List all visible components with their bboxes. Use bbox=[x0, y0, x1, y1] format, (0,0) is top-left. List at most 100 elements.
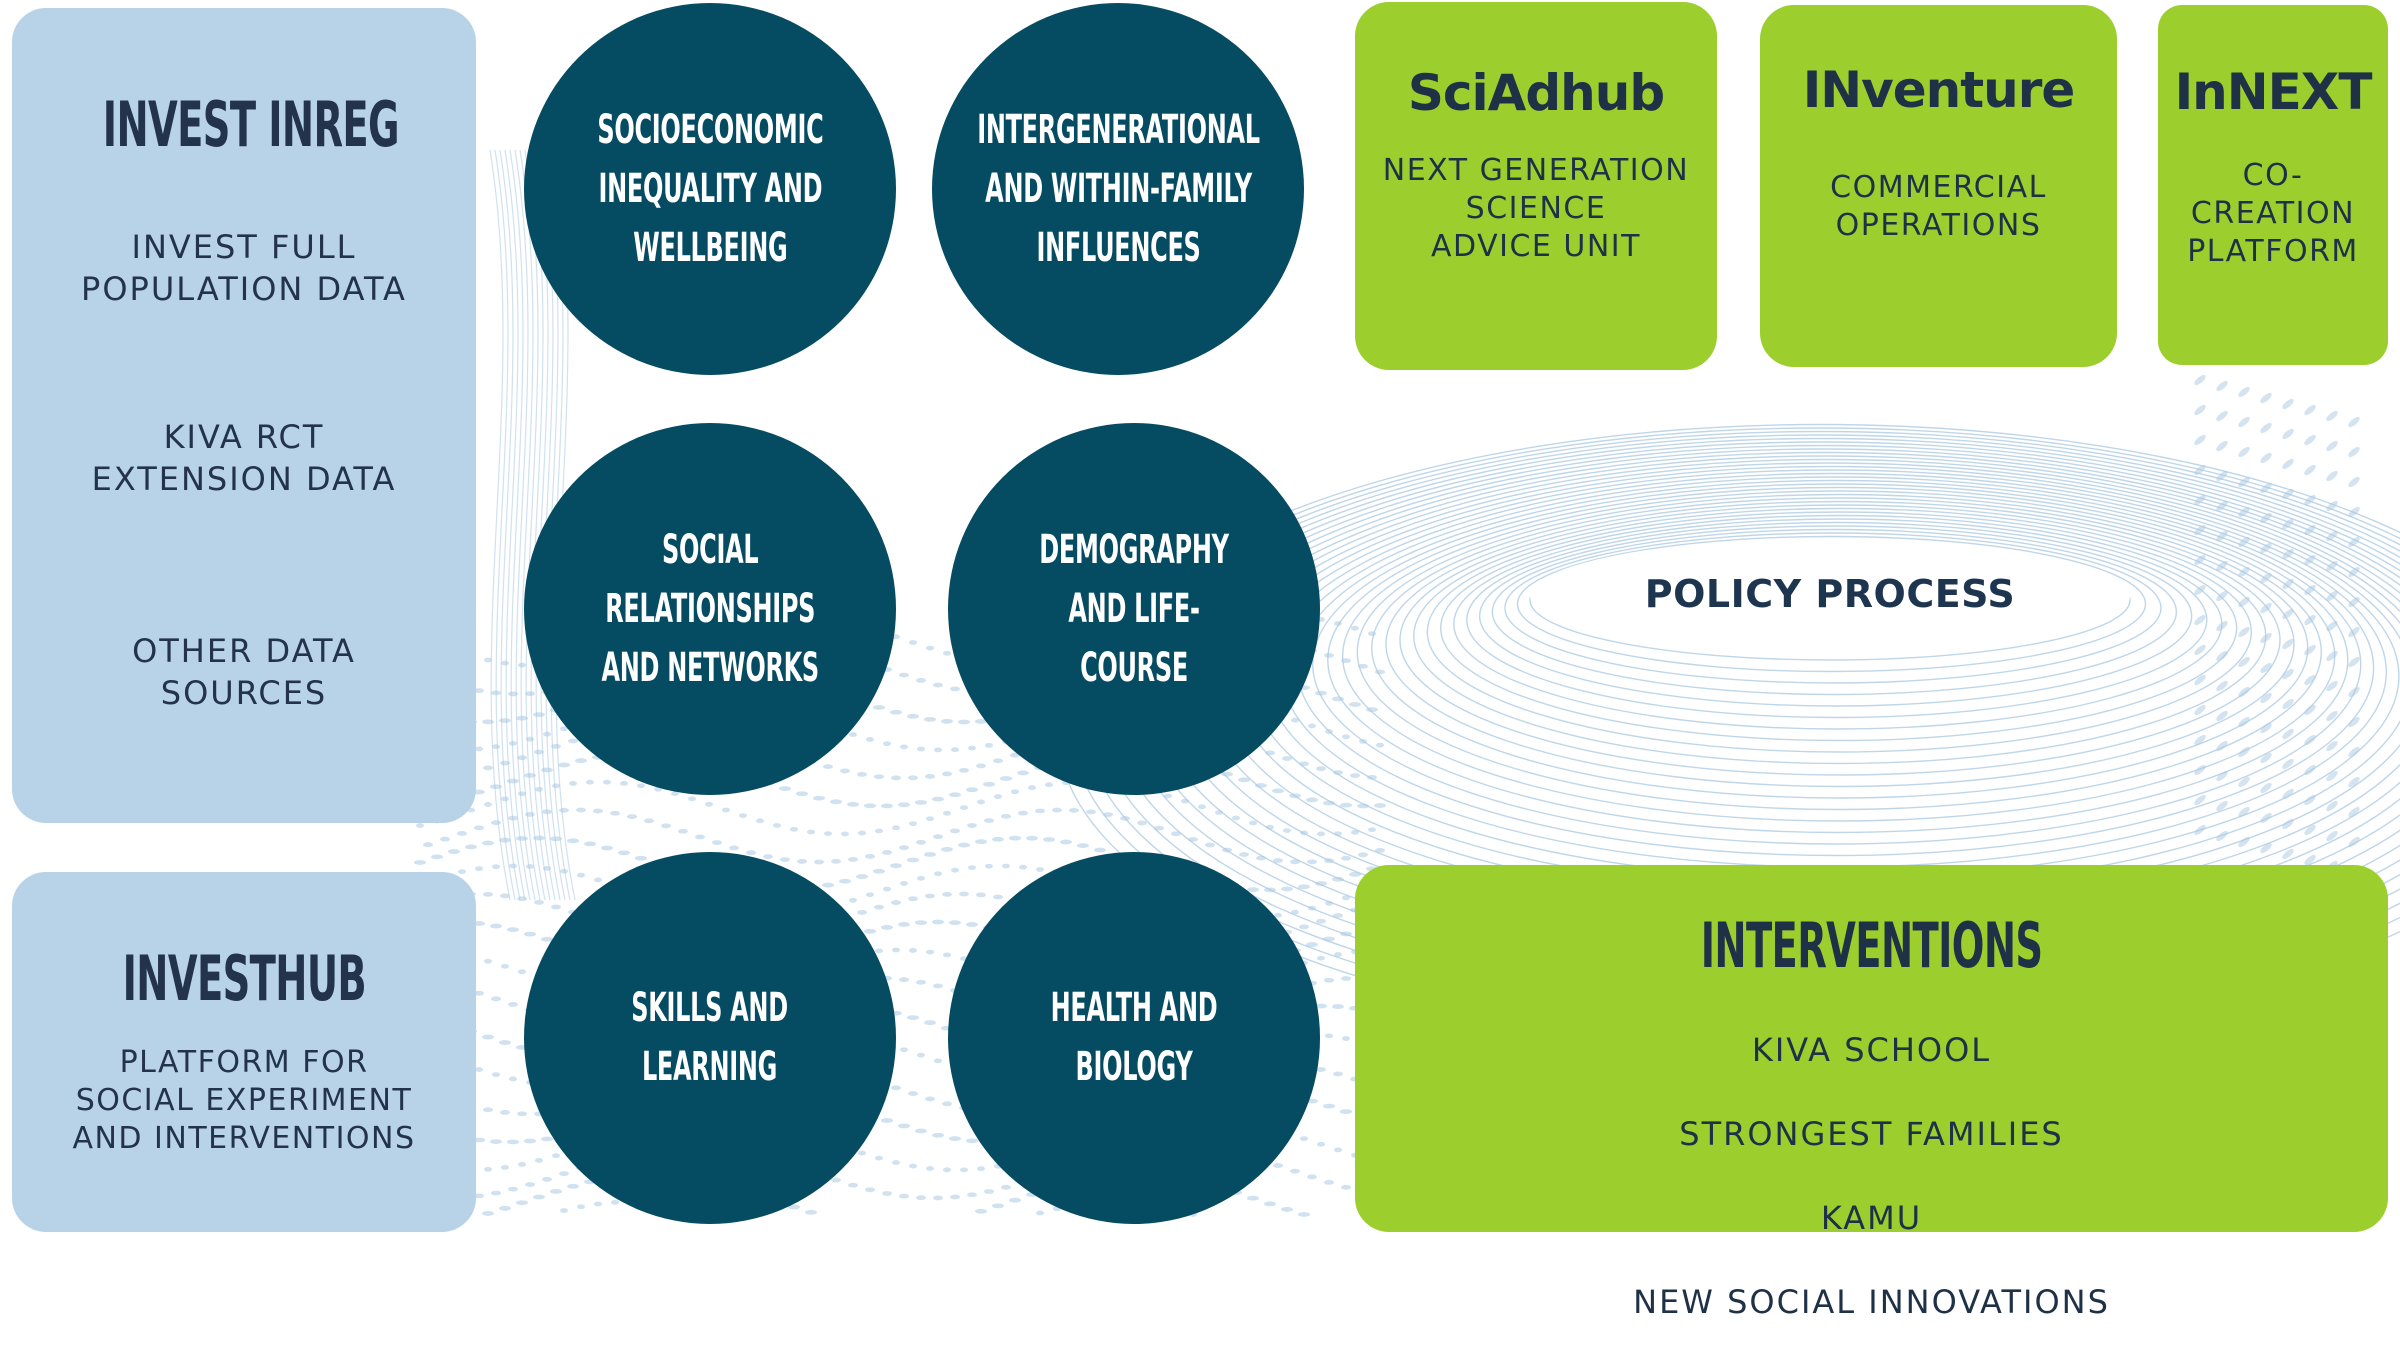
pattern-dot bbox=[1009, 1197, 1021, 1203]
pattern-dot bbox=[559, 1171, 569, 1177]
pattern-dot bbox=[968, 745, 976, 751]
pattern-dot bbox=[567, 1183, 579, 1189]
pattern-dot bbox=[898, 1123, 910, 1129]
pattern-dot bbox=[976, 892, 986, 898]
pattern-dot bbox=[2238, 446, 2250, 458]
pattern-dot bbox=[932, 919, 944, 925]
pattern-dot bbox=[560, 868, 568, 874]
pattern-dot bbox=[559, 807, 569, 813]
pattern-dot bbox=[2194, 764, 2206, 776]
pattern-dot bbox=[1317, 955, 1325, 961]
pattern-dot bbox=[550, 836, 562, 842]
pattern-dot bbox=[907, 713, 919, 719]
pattern-dot bbox=[864, 803, 876, 809]
pattern-dot bbox=[1315, 690, 1327, 696]
pattern-dot bbox=[499, 1205, 511, 1211]
pattern-dot bbox=[431, 854, 443, 860]
pattern-dot bbox=[1052, 807, 1062, 813]
pattern-dot bbox=[501, 1165, 509, 1170]
pattern-dot bbox=[518, 1162, 526, 1167]
pattern-dot bbox=[1333, 770, 1343, 775]
pattern-dot bbox=[949, 920, 961, 926]
pattern-dot bbox=[2260, 692, 2272, 704]
pattern-dot bbox=[524, 1138, 536, 1144]
pattern-dot bbox=[976, 763, 986, 769]
inventure-title: INventure bbox=[1802, 61, 2076, 119]
pattern-dot bbox=[620, 780, 628, 786]
pattern-dot bbox=[788, 1204, 800, 1210]
pattern-dot bbox=[2282, 848, 2294, 860]
pattern-dot bbox=[950, 1194, 960, 1200]
pattern-dot bbox=[1351, 625, 1359, 631]
pattern-dot bbox=[1374, 803, 1386, 808]
pattern-dot bbox=[2304, 854, 2316, 866]
innext-subtitle: CO- CREATION PLATFORM bbox=[2187, 158, 2359, 269]
pattern-dot bbox=[773, 823, 781, 828]
pattern-dot bbox=[635, 855, 647, 861]
spiral-ring bbox=[1312, 483, 2362, 845]
pattern-dot bbox=[983, 781, 995, 787]
pattern-dot bbox=[2326, 830, 2338, 842]
pattern-dot bbox=[993, 894, 1003, 900]
pattern-dot bbox=[909, 948, 917, 953]
pattern-dot bbox=[875, 948, 883, 954]
pattern-dot bbox=[873, 705, 885, 710]
pattern-dot bbox=[900, 881, 908, 886]
pattern-dot bbox=[849, 897, 857, 903]
pattern-dot bbox=[1323, 1103, 1335, 1109]
pattern-dot bbox=[722, 807, 730, 813]
pattern-dot bbox=[603, 779, 611, 785]
pattern-dot bbox=[501, 963, 509, 969]
spiral-ring bbox=[1453, 518, 2223, 730]
pattern-dot bbox=[848, 1182, 858, 1188]
pattern-dot bbox=[1011, 789, 1019, 795]
pattern-dot bbox=[839, 878, 851, 884]
pattern-line bbox=[504, 149, 526, 901]
pattern-dot bbox=[900, 1047, 908, 1053]
pattern-dot bbox=[909, 640, 917, 645]
pattern-dot bbox=[1315, 881, 1327, 886]
pattern-dot bbox=[2326, 440, 2338, 452]
pattern-dot bbox=[2282, 518, 2294, 530]
pattern-dot bbox=[779, 786, 791, 791]
pattern-dot bbox=[1341, 1184, 1351, 1190]
pattern-dot bbox=[907, 1015, 919, 1021]
pattern-dot bbox=[966, 922, 978, 927]
pattern-dot bbox=[941, 718, 953, 724]
pattern-dot bbox=[695, 834, 705, 840]
pattern-dot bbox=[576, 807, 586, 813]
pattern-dot bbox=[541, 767, 553, 773]
pattern-dot bbox=[517, 755, 527, 761]
innext-title: InNEXT bbox=[2174, 63, 2373, 121]
pattern-dot bbox=[500, 893, 510, 899]
pattern-dot bbox=[2194, 734, 2206, 746]
pattern-dot bbox=[916, 677, 926, 683]
pattern-dot bbox=[552, 783, 560, 789]
pattern-dot bbox=[2216, 500, 2228, 512]
pattern-dot bbox=[2194, 704, 2206, 716]
pattern-dot bbox=[1308, 723, 1316, 729]
pattern-dot bbox=[533, 835, 545, 841]
pattern-dot bbox=[865, 854, 875, 859]
pattern-dot bbox=[992, 836, 1004, 842]
pattern-dot bbox=[898, 802, 910, 808]
pattern-dot bbox=[1036, 867, 1044, 872]
pattern-dot bbox=[484, 1166, 492, 1172]
spiral-ring bbox=[1371, 497, 2309, 799]
pattern-dot bbox=[2216, 770, 2228, 782]
pattern-dot bbox=[1238, 777, 1250, 783]
innext-panel: InNEXT CO- CREATION PLATFORM bbox=[2158, 5, 2388, 365]
pattern-dot bbox=[1274, 912, 1282, 918]
pattern-dot bbox=[2348, 446, 2360, 458]
pattern-dot bbox=[644, 818, 654, 824]
pattern-dot bbox=[610, 810, 620, 816]
pattern-dot bbox=[958, 842, 970, 848]
pattern-dot bbox=[567, 838, 579, 844]
investhub-title: INVESTHUB bbox=[122, 942, 366, 1015]
pattern-dot bbox=[594, 877, 602, 883]
pattern-dot bbox=[448, 849, 460, 854]
pattern-dot bbox=[1375, 848, 1385, 853]
pattern-dot bbox=[1342, 1036, 1350, 1041]
pattern-dot bbox=[882, 850, 892, 855]
theme-demography-life-course: DEMOGRAPHY AND LIFE-COURSE bbox=[948, 423, 1320, 795]
